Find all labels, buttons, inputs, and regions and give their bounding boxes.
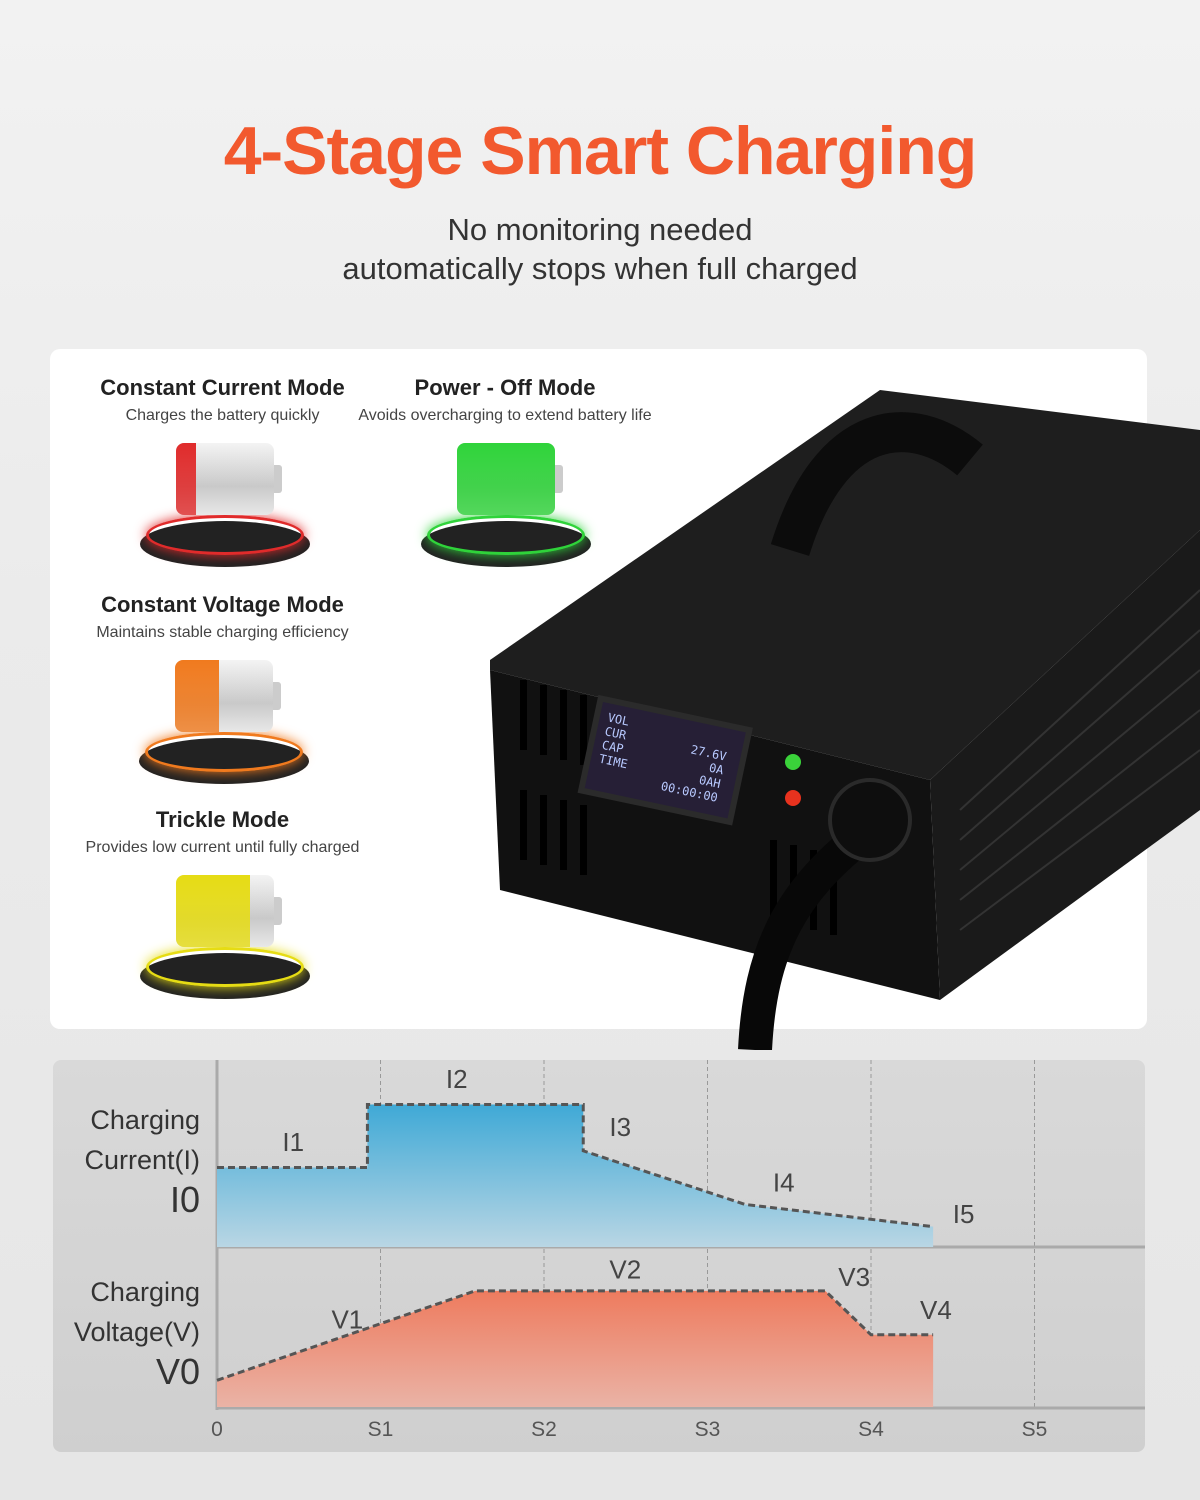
- ylabel-line: Current(I): [84, 1145, 200, 1175]
- current-line: [217, 1103, 934, 1229]
- annotation-i3: I3: [609, 1112, 631, 1142]
- annotation-v4: V4: [920, 1295, 952, 1325]
- battery-red-icon: [140, 443, 310, 573]
- subtitle-line-2: automatically stops when full charged: [342, 251, 858, 286]
- lcd-current: 0A: [708, 761, 726, 778]
- ylabel-line: Charging: [90, 1277, 200, 1307]
- x-tick-label: S5: [1022, 1418, 1048, 1441]
- mode-title: Constant Current Mode: [100, 375, 345, 400]
- annotation-i5: I5: [953, 1199, 975, 1229]
- lcd-capacity: 0AH: [698, 773, 722, 791]
- charger-product-image: VOL CUR CAP TIME 27.6V 0A 0AH 00:00:00: [490, 390, 1200, 1050]
- subtitle-line-1: No monitoring needed: [447, 212, 753, 247]
- annotation-i1: I1: [282, 1127, 304, 1157]
- x-tick-label: 0: [211, 1418, 223, 1441]
- page-title: 4-Stage Smart Charging: [223, 113, 978, 189]
- subtitle: No monitoring needed automatically stops …: [0, 210, 1200, 288]
- charger-red-led: [785, 790, 801, 806]
- lcd-label: CUR: [604, 724, 629, 742]
- mode-desc: Provides low current until fully charged: [85, 839, 360, 856]
- annotation-v1: V1: [331, 1305, 363, 1335]
- lcd-label: VOL: [606, 711, 630, 729]
- x-tick-label: S3: [695, 1418, 721, 1441]
- annotation-i2: I2: [446, 1064, 468, 1094]
- origin-label-i0: I0: [169, 1179, 200, 1220]
- lcd-label: CAP: [601, 738, 625, 756]
- annotation-v3: V3: [838, 1262, 870, 1292]
- battery-yellow-icon: [140, 875, 310, 1005]
- ylabel-line: Charging: [90, 1105, 200, 1135]
- annotation-i4: I4: [773, 1168, 795, 1198]
- current-area: [217, 1104, 934, 1247]
- x-tick-label: S2: [531, 1418, 557, 1441]
- battery-green-icon: [421, 443, 591, 573]
- voltage-area: [217, 1290, 934, 1407]
- lcd-label: TIME: [598, 752, 629, 772]
- lcd-display: VOL CUR CAP TIME 27.6V 0A 0AH 00:00:00: [577, 694, 753, 826]
- annotation-v2: V2: [609, 1254, 641, 1284]
- mode-desc: Avoids overcharging to extend battery li…: [358, 407, 652, 424]
- ylabel-line: Voltage(V): [73, 1317, 200, 1347]
- mode-desc: Charges the battery quickly: [125, 407, 320, 424]
- mode-title: Trickle Mode: [155, 807, 290, 832]
- mode-desc: Maintains stable charging efficiency: [96, 624, 349, 641]
- x-tick-label: S4: [858, 1418, 884, 1441]
- voltage-line: [216, 1289, 934, 1382]
- mode-title: Constant Voltage Mode: [101, 592, 344, 617]
- origin-label-v0: V0: [155, 1351, 200, 1392]
- mode-title: Power - Off Mode: [414, 375, 596, 400]
- x-tick-label: S1: [368, 1418, 394, 1441]
- battery-orange-icon: [139, 660, 309, 790]
- charger-green-led: [785, 754, 801, 770]
